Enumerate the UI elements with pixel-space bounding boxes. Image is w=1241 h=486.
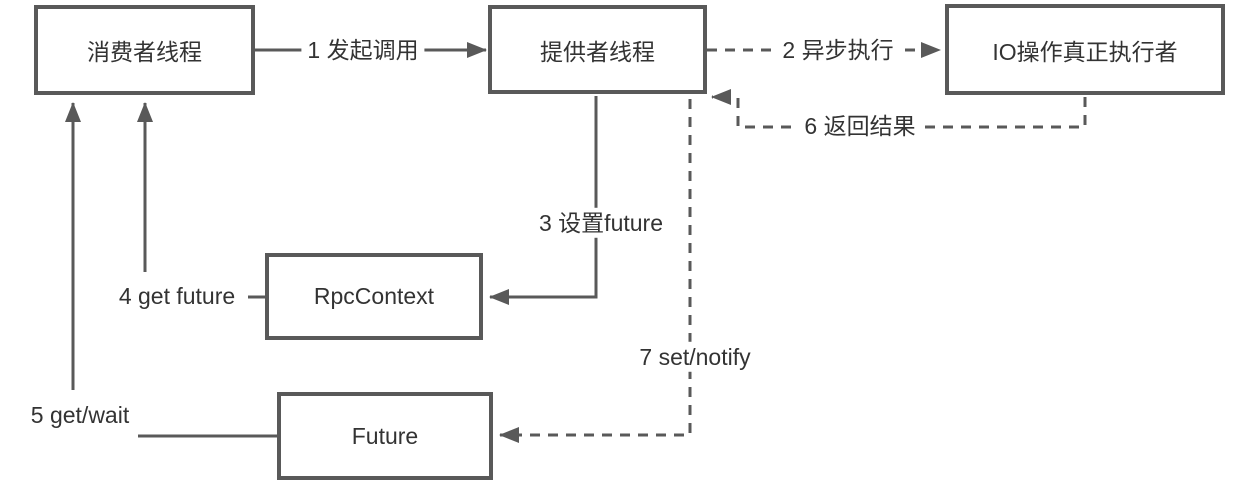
node-rpc-context-label: RpcContext (313, 283, 435, 309)
node-provider-thread: 提供者线程 (488, 5, 707, 94)
edge-label-async-execute: 2 异步执行 (776, 34, 900, 66)
edge-7-set-notify (499, 99, 692, 443)
edge-label-get-wait: 5 get/wait (24, 399, 136, 431)
edge-label-invoke-call: 1 发起调用 (301, 34, 425, 66)
edge-3-set-future (489, 96, 598, 305)
edge-label-set-notify: 7 set/notify (633, 341, 757, 373)
node-consumer-thread-label: 消费者线程 (87, 39, 202, 65)
node-consumer-thread: 消费者线程 (34, 5, 255, 95)
node-future: Future (277, 392, 493, 480)
edge-label-return-result: 6 返回结果 (798, 110, 922, 142)
node-future-label: Future (351, 422, 419, 449)
edge-6-return-result (711, 89, 1087, 129)
edge-label-set-future: 3 设置future (533, 207, 669, 239)
node-io-executor-label: IO操作真正执行者 (992, 38, 1178, 65)
node-provider-thread-label: 提供者线程 (540, 38, 655, 65)
edge-label-get-future: 4 get future (112, 280, 242, 312)
node-io-executor: IO操作真正执行者 (945, 4, 1225, 95)
node-rpc-context: RpcContext (265, 253, 483, 340)
